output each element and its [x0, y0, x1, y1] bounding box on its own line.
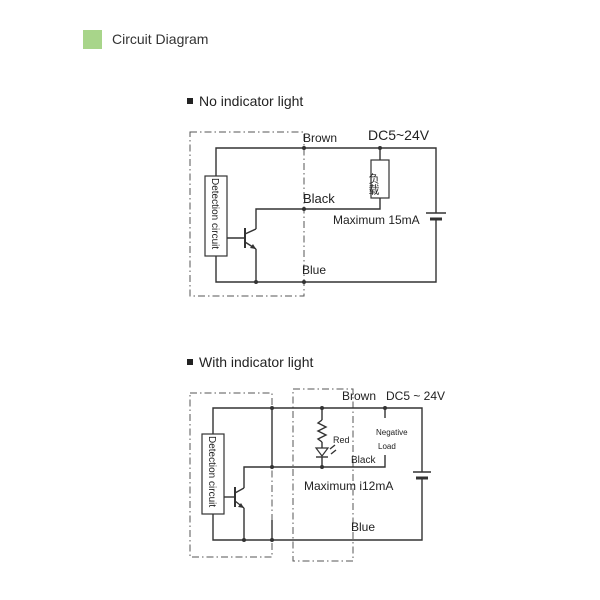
diagram1-junction	[302, 146, 306, 150]
diagram1-detection-label: Detection circuit	[209, 178, 220, 249]
bullet-icon	[187, 359, 193, 365]
diagram2-sensor-boundary	[189, 392, 273, 558]
diagram1-title: No indicator light	[199, 93, 304, 109]
diagram2-title: With indicator light	[199, 354, 314, 370]
diagram1-brown-wire	[215, 147, 437, 213]
diagram2-load-label: Load	[378, 442, 396, 451]
diagram1-black-wire	[255, 198, 381, 229]
diagram2-heading: With indicator light	[187, 354, 313, 370]
diagram2-blue-label: Blue	[351, 520, 375, 534]
diagram1-supply-label: DC5~24V	[368, 127, 430, 143]
diagram2-black-wire	[243, 455, 386, 488]
diagram2-brown-wire	[212, 407, 423, 472]
diagram2-supply-label: DC5 ~ 24V	[386, 389, 445, 403]
diagram2-emitter-arrow-icon	[238, 503, 244, 508]
diagram2-red-label: Red	[333, 435, 350, 445]
diagram2-junction	[242, 538, 246, 542]
diagram2-current-label: Maximum i12mA	[304, 479, 393, 493]
diagram2-blue-wire	[212, 478, 423, 541]
header-accent-square	[83, 29, 102, 49]
diagram1-sensor-boundary	[189, 131, 305, 297]
diagram2-junction	[270, 465, 274, 469]
diagram1-junction	[378, 146, 382, 150]
diagram1-circuit: Detection circuit Brown DC5~24V 负载 Black…	[189, 127, 446, 297]
diagram1-collector	[244, 228, 257, 235]
diagram2-led-light-icon	[329, 444, 337, 455]
diagram1-junction	[254, 280, 258, 284]
diagram1-emitter-arrow-icon	[250, 244, 256, 249]
diagram2-collector	[234, 487, 245, 494]
diagram1-blue-label: Blue	[302, 263, 326, 277]
bullet-icon	[187, 98, 193, 104]
diagram2-brown-label: Brown	[342, 389, 376, 403]
diagram2-black-label: Black	[351, 455, 376, 466]
diagram1-blue-wire	[215, 219, 437, 283]
diagram1-junction	[302, 280, 306, 284]
diagram1-load-label: 负载	[367, 172, 380, 195]
diagram2-resistor	[316, 419, 328, 443]
page-title: Circuit Diagram	[112, 31, 209, 47]
diagram2-circuit: Detection circuit	[189, 388, 445, 562]
diagram2-detection-label: Detection circuit	[206, 436, 217, 507]
diagram2-negative-label: Negative	[376, 428, 408, 437]
diagram1-current-label: Maximum 15mA	[333, 213, 420, 227]
diagram1-junction	[302, 207, 306, 211]
diagram1-heading: No indicator light	[187, 93, 303, 109]
diagram2-led-icon	[314, 447, 330, 457]
diagram2-indicator-boundary	[292, 388, 354, 562]
diagram2-junction	[320, 406, 324, 410]
diagram1-black-label: Black	[303, 191, 335, 206]
diagram2-junction	[270, 406, 274, 410]
section-header: Circuit Diagram	[83, 29, 208, 49]
diagram2-junction	[270, 538, 274, 542]
diagram1-brown-label: Brown	[303, 131, 337, 145]
diagram2-junction	[383, 406, 387, 410]
diagram2-junction	[320, 465, 324, 469]
